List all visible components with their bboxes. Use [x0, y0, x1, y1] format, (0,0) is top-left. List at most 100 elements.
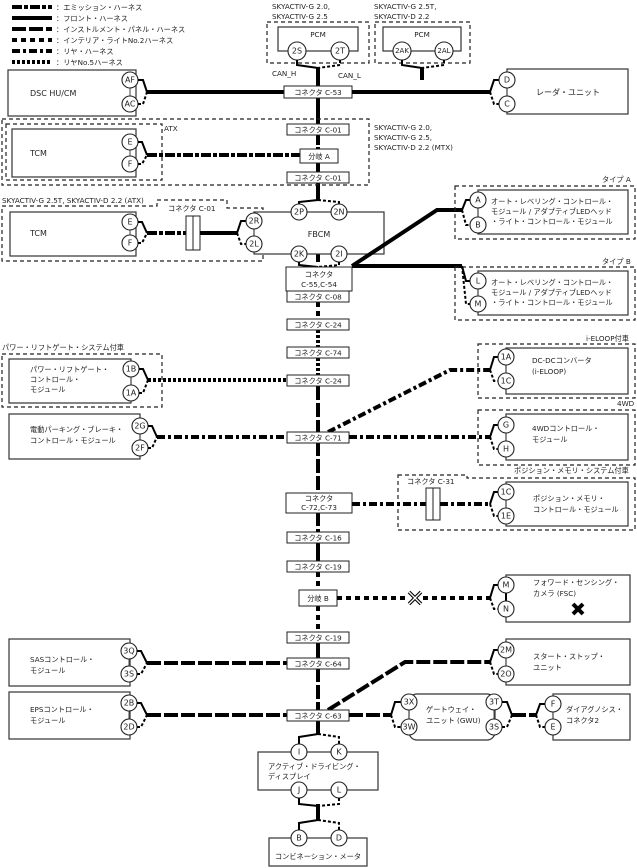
connector-c24-upper-box[interactable]	[286, 318, 350, 331]
sas-box[interactable]	[8, 638, 131, 687]
alc-a-pin-b-label: B	[475, 221, 481, 230]
fsc-fork-n	[489, 597, 499, 610]
gwu-pin-3w[interactable]	[400, 718, 418, 736]
fbcm-pin-2r-label: 2R	[249, 217, 260, 226]
alc-b-pin-m-label: M	[475, 300, 482, 309]
adisp-pin-k[interactable]	[330, 743, 348, 761]
alc-a-pin-b[interactable]	[469, 216, 487, 234]
radar-pin-d-label: D	[504, 76, 510, 85]
ssu-pin-2m[interactable]	[497, 641, 515, 659]
plg-boundary	[1, 353, 163, 408]
fsc-pin-m[interactable]	[497, 576, 515, 594]
alc-a-pin-a[interactable]	[469, 191, 487, 209]
connector-c53-label: コネクタ C-53	[294, 88, 342, 97]
epb-name-1: 電動パーキング・ブレーキ・	[30, 425, 123, 434]
radar-pin-d[interactable]	[498, 71, 516, 89]
dsc-box[interactable]	[7, 69, 137, 117]
connector-c16-box[interactable]	[286, 531, 350, 544]
dlc2-box[interactable]	[552, 693, 631, 741]
branch-b-label: 分岐 B	[307, 594, 329, 603]
fbcm-box[interactable]	[253, 211, 385, 255]
fsc-pin-n[interactable]	[497, 600, 515, 618]
dcdc-pin-1c[interactable]	[497, 372, 515, 390]
fbcm-fork-2n	[317, 199, 340, 206]
fsc-name-1: フォワード・センシング・	[533, 578, 619, 587]
dcdc-condition: i-ELOOP付車	[586, 334, 629, 343]
tcm-atx-box[interactable]	[9, 211, 137, 257]
gwu-pin-3x[interactable]	[400, 693, 418, 711]
fsc-name-2: カメラ (FSC)	[533, 589, 576, 598]
dlc2-pin-e[interactable]	[544, 718, 562, 736]
connector-c64-box[interactable]	[286, 657, 350, 670]
tcm-atx-condition: SKYACTIV-G 2.5T, SKYACTIV-D 2.2 (ATX)	[2, 196, 144, 205]
pmem-box[interactable]	[505, 481, 629, 527]
alc-b-pin-l[interactable]	[469, 272, 487, 290]
fsc-box[interactable]	[505, 574, 631, 623]
dsc-pin-af-label: AF	[125, 76, 135, 85]
epb-pin-2f-label: 2F	[135, 444, 145, 453]
fbcm-pin-2n[interactable]	[330, 203, 348, 221]
connector-c19-lower: コネクタ C-19	[286, 631, 350, 644]
tcm-atx-name: TCM	[29, 229, 47, 238]
legend-label-rear: ：リヤ・ハーネス	[56, 47, 114, 56]
meter-box[interactable]	[268, 837, 368, 867]
meter-pin-d[interactable]	[330, 829, 348, 847]
branch-a-box[interactable]	[299, 148, 339, 164]
pmem-pin-1e[interactable]	[497, 507, 515, 525]
awd-pin-g[interactable]	[497, 416, 515, 434]
tcm-mtx-box[interactable]	[11, 128, 137, 178]
fbcm-pin-2r[interactable]	[245, 212, 263, 230]
plg-box[interactable]	[8, 358, 132, 404]
dcdc-pin-1a-label: 1A	[501, 353, 512, 362]
gwu-name-2: ユニット (GWU)	[426, 716, 481, 725]
connector-c31-female[interactable]	[432, 487, 441, 521]
ssu-box[interactable]	[505, 638, 631, 686]
fbcm-pin-2l[interactable]	[245, 235, 263, 253]
radar-module: D C レーダ・ユニット	[352, 68, 629, 115]
awd-box[interactable]	[505, 413, 629, 461]
awd-pin-g-label: G	[503, 421, 509, 430]
tcm-mtx-fork-e	[138, 141, 148, 156]
tcm-atx-group: SKYACTIV-G 2.5T, SKYACTIV-D 2.2 (ATX) コネ…	[1, 196, 264, 262]
fsc-pin-m-label: M	[503, 581, 510, 590]
connector-c24-lower-box[interactable]	[286, 374, 350, 387]
connector-c01-inline-male[interactable]	[185, 215, 194, 251]
connector-c01-lower-box[interactable]	[286, 171, 350, 184]
pmem-pin-1c[interactable]	[497, 483, 515, 501]
awd-pin-h[interactable]	[497, 440, 515, 458]
fbcm-pin-2i-label: 2I	[335, 250, 342, 259]
fbcm-pin-2p[interactable]	[290, 203, 308, 221]
connector-c19-lower-box[interactable]	[286, 631, 350, 644]
alc-b-box[interactable]	[477, 270, 629, 316]
alc-type-a: タイプ A A B オート・レベリング・コントロール・ モジュール / アダプテ…	[454, 175, 636, 240]
connector-c01-inline-female[interactable]	[192, 215, 201, 251]
adisp-box[interactable]	[257, 751, 379, 791]
connector-c01-upper-box[interactable]	[286, 123, 350, 136]
connector-c31-male[interactable]	[425, 487, 434, 521]
dlc2-pin-f[interactable]	[544, 695, 562, 713]
fbcm-module: FBCM 2P 2N 2R 2L 2K 2I	[245, 199, 385, 268]
connector-c74-box[interactable]	[286, 346, 350, 359]
alc-a-box[interactable]	[477, 189, 629, 235]
pcm2-condition-line1: SKYACTIV-G 2.5T,	[374, 2, 436, 11]
connector-c19-upper-box[interactable]	[286, 560, 350, 573]
eps-box[interactable]	[8, 691, 131, 740]
alc-b-pin-m[interactable]	[469, 295, 487, 313]
dcdc-box[interactable]	[505, 347, 629, 395]
radar-pin-c[interactable]	[498, 95, 516, 113]
ssu-pin-2o[interactable]	[497, 665, 515, 683]
adisp-pin-i[interactable]	[290, 743, 308, 761]
meter-pin-b[interactable]	[290, 829, 308, 847]
epb-box[interactable]	[8, 413, 141, 460]
epb-module: 電動パーキング・ブレーキ・ コントロール・モジュール 2G 2F	[8, 413, 287, 460]
awd-name-2: モジュール	[532, 435, 567, 444]
alc-a-condition: タイプ A	[602, 175, 631, 184]
dcdc-pin-1a[interactable]	[497, 348, 515, 366]
connector-c55-label-1: コネクタ	[305, 270, 333, 279]
legend-label-emission: ：エミッション・ハーネス	[56, 3, 142, 12]
connector-c55-c54-box[interactable]	[285, 266, 353, 292]
connector-c08: コネクタ C-08	[286, 290, 350, 303]
alc-b-boundary	[454, 266, 636, 321]
connector-c08-box[interactable]	[286, 290, 350, 303]
alc-a-name-1: オート・レベリング・コントロール・	[491, 197, 613, 206]
